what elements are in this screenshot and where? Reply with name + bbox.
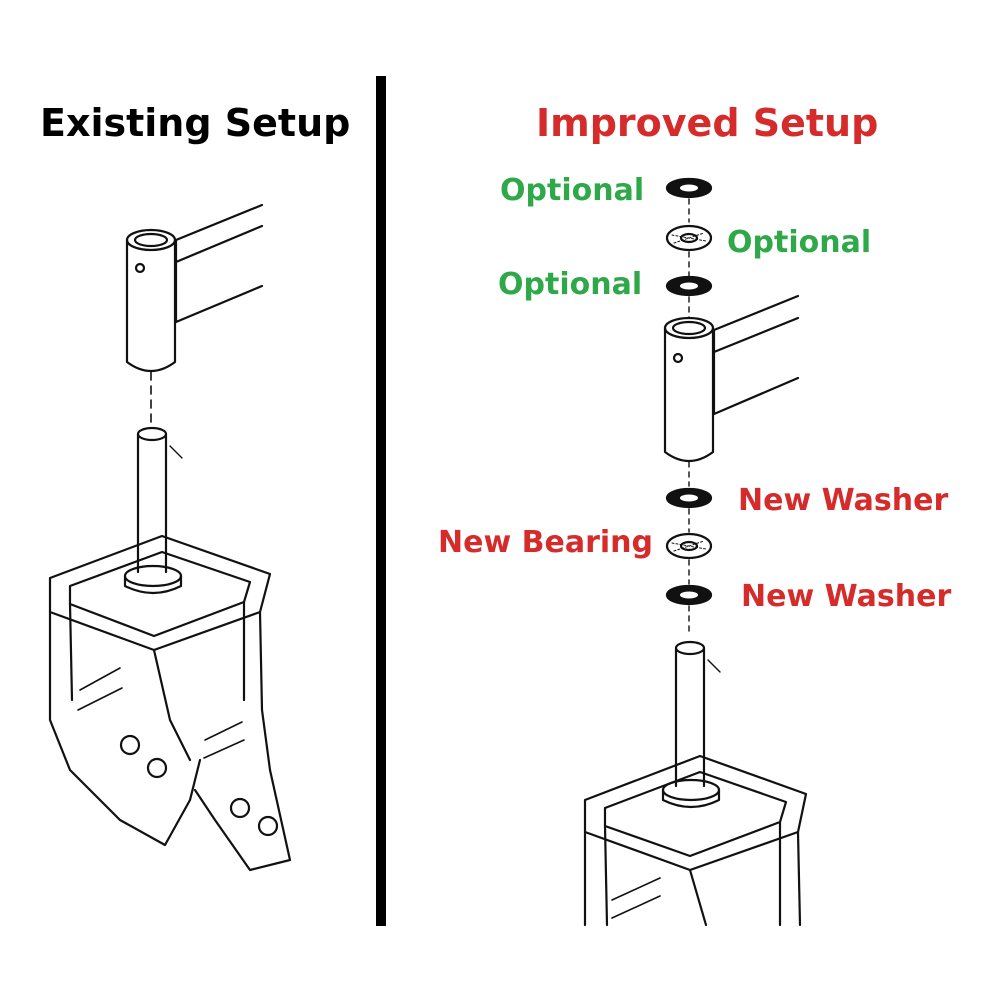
existing-yoke-bracket: [48, 534, 292, 872]
improved-spindle-collar: [661, 778, 721, 809]
existing-spindle-collar: [123, 564, 183, 595]
panel-divider: [376, 76, 386, 926]
existing-tube: [125, 228, 177, 373]
label-optional-top: Optional: [500, 173, 645, 208]
existing-frame-beam: [174, 203, 264, 324]
existing-spindle: [136, 426, 183, 574]
improved-spindle: [674, 640, 721, 788]
new-bearing: [665, 532, 713, 560]
new-washer-upper: [665, 487, 713, 509]
improved-setup-title: Improved Setup: [536, 101, 879, 145]
label-optional-bottom: Optional: [498, 267, 643, 302]
label-new-washer-upper: New Washer: [738, 483, 949, 518]
optional-washer-top: [665, 177, 713, 199]
improved-tube: [663, 316, 715, 463]
new-washer-lower: [665, 584, 713, 606]
improved-frame-beam: [712, 294, 800, 416]
label-new-washer-lower: New Washer: [741, 579, 952, 614]
optional-washer-bottom: [665, 275, 713, 297]
optional-bearing: [665, 224, 713, 252]
label-optional-middle: Optional: [727, 225, 872, 260]
label-new-bearing: New Bearing: [438, 525, 653, 560]
existing-setup-title: Existing Setup: [40, 101, 351, 145]
improved-yoke-bracket: [583, 754, 808, 927]
